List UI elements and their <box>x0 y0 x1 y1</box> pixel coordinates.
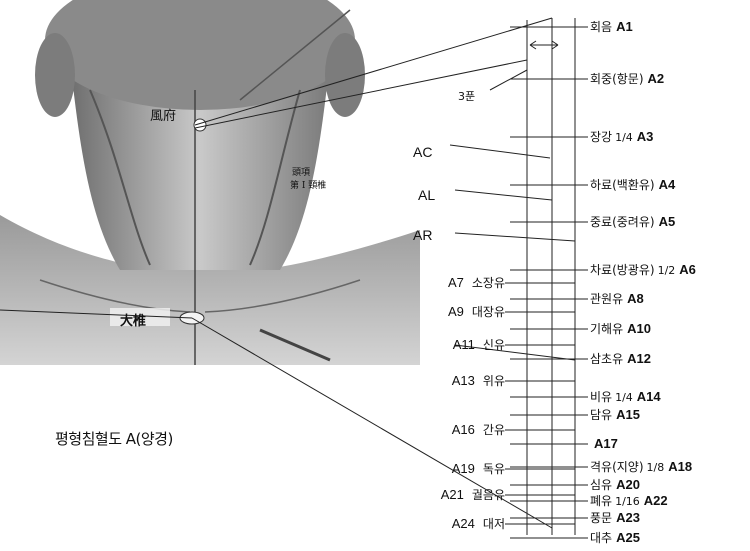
point-fraction: 1/4 <box>615 131 633 144</box>
scale-ticks <box>505 27 588 538</box>
point-name: 폐유 <box>590 494 612 508</box>
point-name: 대추 <box>590 531 612 545</box>
point-code: A6 <box>679 262 696 277</box>
point-fraction: 1/8 <box>647 461 665 474</box>
diagram-caption: 평형침혈도 A(양경) <box>55 428 173 449</box>
point-code: A18 <box>668 459 692 474</box>
point-name: 장강 <box>590 130 612 144</box>
point-name: 회중(항문) <box>590 72 644 86</box>
point-code: A2 <box>648 71 665 86</box>
left-point-label: A9 대장유 <box>448 305 505 319</box>
point-code: A3 <box>637 129 654 144</box>
code-al: AL <box>418 188 435 202</box>
point-name: 풍문 <box>590 511 612 525</box>
point-code: A25 <box>616 530 640 545</box>
point-name: 비유 <box>590 390 612 404</box>
point-name: 심유 <box>590 478 612 492</box>
left-point-label: A24 대저 <box>452 517 505 531</box>
point-name: 관원유 <box>590 292 623 306</box>
point-code: A10 <box>627 321 651 336</box>
point-code: A19 <box>452 461 475 476</box>
point-fraction: 1/16 <box>615 495 640 508</box>
point-name: 차료(방광유) <box>590 263 655 277</box>
right-point-label: 심유 A20 <box>590 478 640 492</box>
point-fraction: 1/4 <box>615 391 633 404</box>
code-ac: AC <box>413 145 432 159</box>
point-code: A5 <box>659 214 676 229</box>
code-ar: AR <box>413 228 432 242</box>
point-code: A22 <box>644 493 668 508</box>
left-point-label: A13 위유 <box>452 374 505 388</box>
point-code: A12 <box>627 351 651 366</box>
point-name: 궐음유 <box>472 488 505 502</box>
head-neck-photo <box>0 0 420 365</box>
point-name: 대장유 <box>472 305 505 319</box>
right-point-label: 기해유 A10 <box>590 322 651 336</box>
right-point-label: A17 <box>590 437 618 451</box>
point-code: A11 <box>453 337 475 352</box>
point-name: 기해유 <box>590 322 623 336</box>
right-point-label: 회중(항문) A2 <box>590 72 664 86</box>
point-name: 위유 <box>483 374 505 388</box>
point-code: A7 <box>448 275 464 290</box>
point-name: 간유 <box>483 423 505 437</box>
point-code: A14 <box>637 389 661 404</box>
label-dazhui: 大椎 <box>120 310 146 329</box>
point-code: A17 <box>594 436 618 451</box>
point-name: 신유 <box>483 338 505 352</box>
point-name: 중료(중려유) <box>590 215 655 229</box>
point-code: A24 <box>452 516 475 531</box>
right-point-label: 회음 A1 <box>590 20 633 34</box>
point-code: A1 <box>616 19 633 34</box>
right-point-label: 중료(중려유) A5 <box>590 215 675 229</box>
point-name: 회음 <box>590 20 612 34</box>
right-point-label: 하료(백환유) A4 <box>590 178 675 192</box>
point-name: 소장유 <box>472 276 505 290</box>
label-fengfu: 風府 <box>150 105 176 124</box>
point-code: A13 <box>452 373 475 388</box>
left-point-label: A19 독유 <box>452 462 505 476</box>
point-code: A16 <box>452 422 475 437</box>
point-code: A23 <box>616 510 640 525</box>
point-code: A8 <box>627 291 644 306</box>
right-point-label: 담유 A15 <box>590 408 640 422</box>
point-code: A9 <box>448 304 464 319</box>
point-name: 독유 <box>483 462 505 476</box>
point-name: 대저 <box>483 517 505 531</box>
point-name: 하료(백환유) <box>590 178 655 192</box>
right-point-label: 대추 A25 <box>590 531 640 545</box>
label-first-vertebra: 第 I 頸椎 <box>290 178 326 191</box>
point-name: 담유 <box>590 408 612 422</box>
point-name: 격유(지양) <box>590 460 644 474</box>
left-point-label: A16 간유 <box>452 423 505 437</box>
right-point-label: 삼초유 A12 <box>590 352 651 366</box>
left-point-label: A11 신유 <box>453 338 505 352</box>
point-code: A15 <box>616 407 640 422</box>
right-point-label: 풍문 A23 <box>590 511 640 525</box>
right-point-label: 관원유 A8 <box>590 292 644 306</box>
point-code: A21 <box>441 487 464 502</box>
measure-label: 3푼 <box>458 90 475 104</box>
point-fraction: 1/2 <box>658 264 676 277</box>
point-name: 삼초유 <box>590 352 623 366</box>
point-code: A20 <box>616 477 640 492</box>
label-touxiang: 頭項 <box>292 165 310 178</box>
point-code: A4 <box>659 177 676 192</box>
left-point-label: A7 소장유 <box>448 276 505 290</box>
left-point-label: A21 궐음유 <box>441 488 505 502</box>
